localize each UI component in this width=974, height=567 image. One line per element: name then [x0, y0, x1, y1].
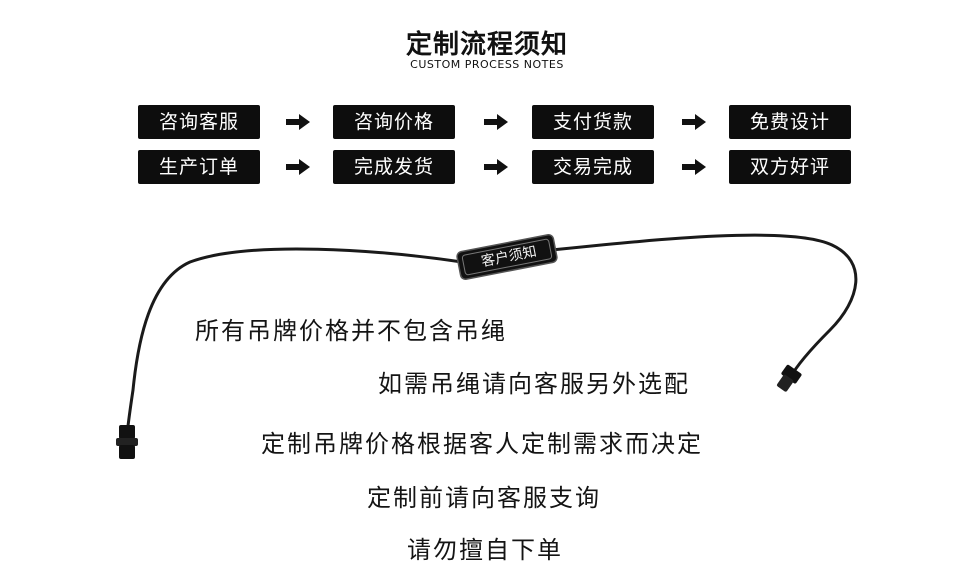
step-mutual-review: 双方好评: [729, 150, 851, 184]
cord-end-left: [116, 425, 138, 459]
step-pay: 支付货款: [532, 105, 654, 139]
step-consult-price: 咨询价格: [333, 105, 455, 139]
step-production: 生产订单: [138, 150, 260, 184]
note-line-5: 请勿擅自下单: [407, 536, 563, 564]
note-line-3: 定制吊牌价格根据客人定制需求而决定: [261, 430, 703, 458]
right-arrow-icon: [286, 114, 310, 130]
note-line-1: 所有吊牌价格并不包含吊绳: [195, 317, 507, 345]
note-line-2: 如需吊绳请向客服另外选配: [378, 370, 690, 398]
cord-end-right: [777, 364, 802, 392]
right-arrow-icon: [682, 114, 706, 130]
page-title: 定制流程须知: [405, 30, 568, 60]
step-consult-service: 咨询客服: [138, 105, 260, 139]
step-free-design: 免费设计: [729, 105, 851, 139]
step-shipping: 完成发货: [333, 150, 455, 184]
note-line-4: 定制前请向客服支询: [367, 484, 601, 512]
right-arrow-icon: [484, 114, 508, 130]
right-arrow-icon: [286, 159, 310, 175]
page-subtitle: CUSTOM PROCESS NOTES: [410, 58, 564, 71]
step-deal-complete: 交易完成: [532, 150, 654, 184]
tag-body: [456, 234, 558, 280]
right-arrow-icon: [484, 159, 508, 175]
right-arrow-icon: [682, 159, 706, 175]
